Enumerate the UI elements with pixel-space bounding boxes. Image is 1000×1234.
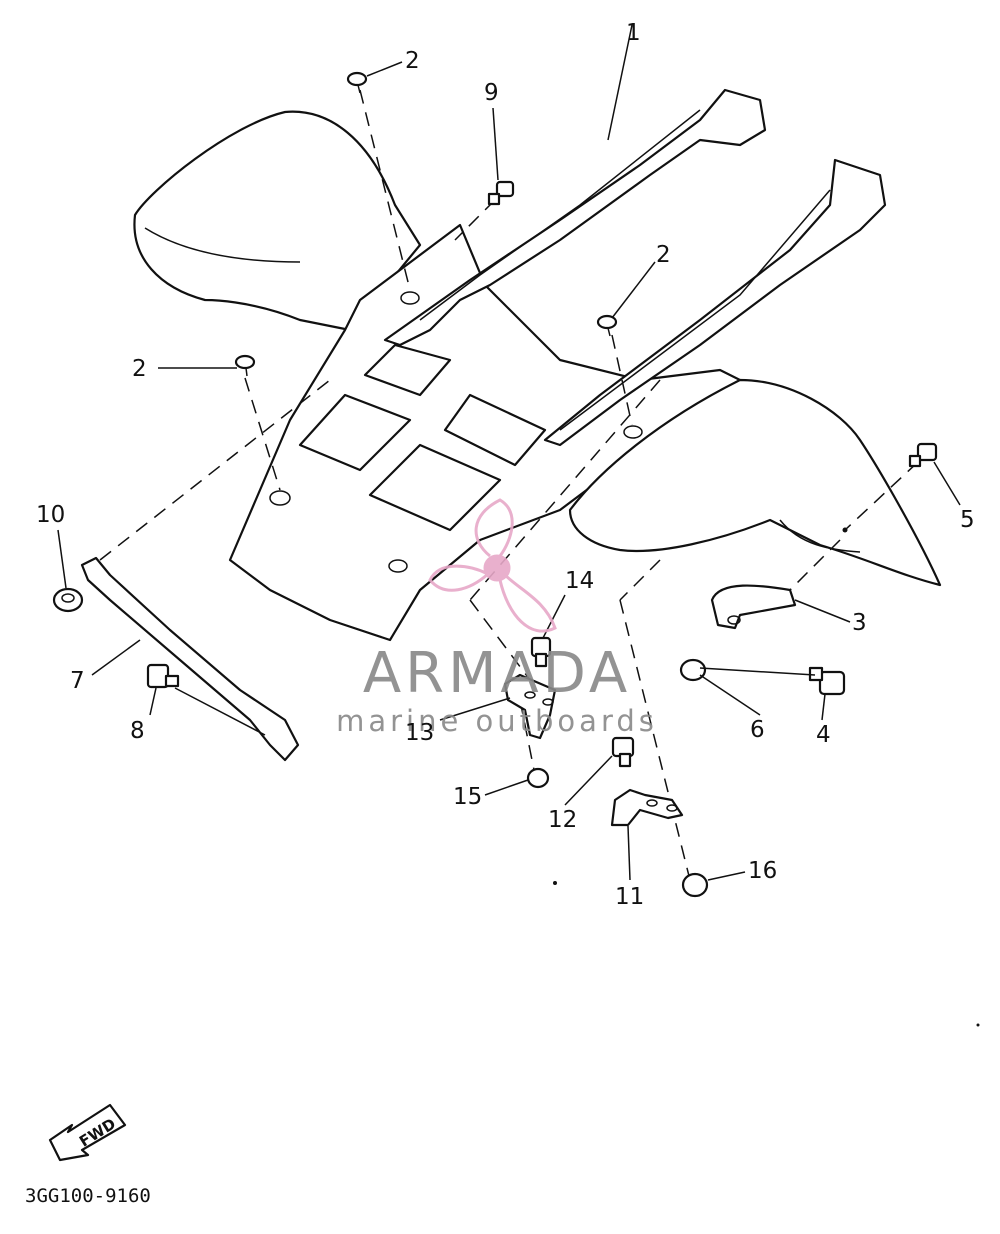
bolt-icon [808,666,846,696]
callout-3: 3 [852,610,867,636]
watermark-tagline: marine outboards [336,704,658,738]
callout-4: 4 [816,722,831,748]
callout-2: 2 [656,242,671,268]
screw-icon [234,354,256,377]
propeller-icon [428,498,557,633]
bolt-icon [146,663,180,689]
nut-icon [52,587,84,613]
screw-icon [596,314,618,337]
callout-13: 13 [405,720,434,746]
nut-icon [526,767,550,789]
callout-5: 5 [960,507,975,533]
screw-icon [346,71,368,94]
callout-2: 2 [405,48,420,74]
nut-icon [681,872,709,898]
hardware [52,71,980,1027]
callout-16: 16 [748,858,777,884]
diagram-code: 3GG100-9160 [25,1185,151,1207]
callout-10: 10 [36,502,65,528]
bolt-icon [530,636,552,668]
bolt-icon [611,736,635,768]
callout-14: 14 [565,568,594,594]
watermark-brand: ARMADA [363,641,631,706]
callout-12: 12 [548,807,577,833]
front-fender [133,88,942,642]
callout-9: 9 [484,80,499,106]
callout-8: 8 [130,718,145,744]
callout-15: 15 [453,784,482,810]
bolt-icon [487,180,515,206]
callout-7: 7 [70,668,85,694]
watermark: ARMADA marine outboards [336,498,658,738]
nut-icon [679,658,707,682]
callout-1: 1 [626,20,641,46]
callout-11: 11 [615,884,644,910]
callout-6: 6 [750,717,765,743]
callout-2: 2 [132,356,147,382]
forward-arrow-icon: FWD [48,1103,127,1162]
callouts: 1 2 2 2 3 4 5 6 7 8 9 10 11 12 13 14 15 … [36,20,975,910]
assembly-lines [99,89,919,881]
bolt-icon [908,442,938,468]
